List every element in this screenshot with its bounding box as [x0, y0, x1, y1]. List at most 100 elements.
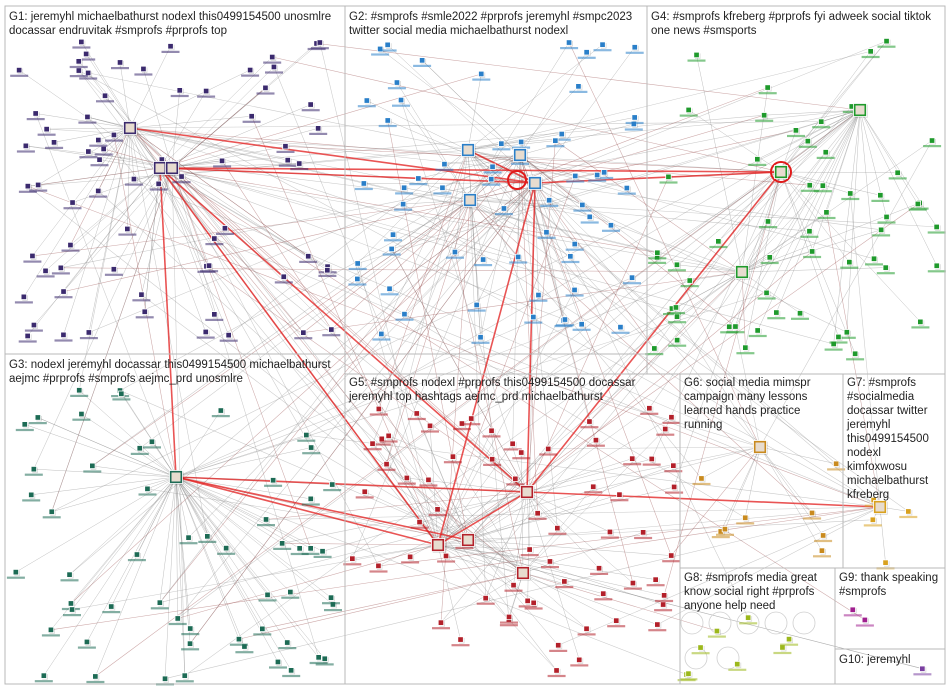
graph-node — [578, 321, 585, 328]
node-label-mark — [829, 341, 848, 344]
graph-edge — [282, 543, 439, 546]
graph-edge — [214, 238, 881, 508]
node-label-mark — [707, 635, 726, 638]
graph-edge — [534, 40, 887, 184]
graph-edge — [555, 140, 743, 273]
node-label-mark — [648, 257, 667, 260]
hub-edge — [175, 476, 528, 493]
graph-node — [524, 597, 531, 604]
group-label-g8-line2: know social right #prprofs — [684, 586, 815, 598]
group-label-g5-line1: G5: #smprofs nodexl #prprofs this0499154… — [349, 377, 636, 389]
graph-node — [75, 67, 82, 74]
graph-edge — [444, 154, 521, 165]
node-label-mark — [409, 183, 428, 186]
graph-edge — [741, 152, 826, 273]
node-label-mark — [512, 457, 531, 460]
graph-edge — [656, 109, 861, 258]
node-label-mark — [395, 192, 414, 195]
graph-edge — [171, 167, 186, 676]
graph-edge — [171, 167, 730, 327]
graph-node — [110, 266, 117, 273]
node-label-mark — [667, 312, 685, 315]
graph-edge — [98, 190, 524, 574]
graph-node — [116, 59, 124, 66]
graph-edge — [87, 116, 131, 129]
graph-edge — [467, 149, 875, 260]
node-label-mark — [471, 341, 490, 344]
node-label-mark — [407, 417, 426, 421]
node-label-mark — [759, 226, 778, 229]
graph-node — [818, 547, 826, 554]
graph-node — [764, 84, 771, 91]
graph-node — [745, 614, 752, 621]
graph-node — [60, 288, 67, 295]
graph-edge — [144, 167, 161, 312]
node-label-mark — [369, 570, 388, 573]
graph-node — [754, 156, 761, 163]
avatar — [855, 105, 865, 115]
group-label-g6-line2: campaign many lessons — [684, 391, 808, 403]
graph-edge — [469, 199, 909, 512]
avatar — [530, 178, 540, 188]
graph-edge — [521, 452, 524, 574]
graph-node — [629, 579, 637, 587]
graph-edge — [469, 199, 519, 258]
graph-edge — [37, 417, 177, 478]
node-label-mark — [664, 470, 683, 473]
graph-node — [553, 667, 560, 674]
avatar — [463, 145, 473, 155]
node-label-mark — [102, 611, 121, 614]
graph-edge — [402, 203, 881, 508]
graph-node — [742, 344, 749, 351]
graph-edge — [85, 53, 161, 169]
graph-edge — [741, 221, 769, 273]
graph-edge — [879, 506, 886, 563]
graph-edge — [119, 62, 131, 129]
node-label-mark — [150, 607, 169, 610]
graph-node — [651, 345, 658, 352]
graph-edge — [534, 182, 575, 245]
graph-edge — [467, 149, 505, 209]
graph-node — [136, 445, 143, 452]
graph-node — [546, 558, 554, 565]
node-label-mark — [72, 46, 91, 49]
graph-edge — [522, 572, 587, 629]
graph-edge — [164, 476, 177, 679]
node-label-mark — [282, 674, 301, 678]
graph-edge — [95, 109, 861, 677]
node-label-mark — [61, 249, 80, 252]
node-label-mark — [372, 443, 391, 446]
graph-edge — [88, 127, 131, 333]
graph-edge — [720, 446, 761, 532]
graph-node — [914, 200, 921, 208]
node-label-mark — [540, 204, 559, 207]
graph-edge — [780, 171, 856, 354]
node-label-mark — [382, 253, 401, 256]
group-label-g7-line9: kfreberg — [847, 489, 889, 501]
graph-node — [861, 616, 868, 624]
graph-node — [34, 414, 41, 421]
node-label-mark — [814, 539, 833, 543]
graph-edge — [60, 109, 861, 269]
node-label-mark — [803, 255, 822, 259]
graph-edge — [526, 491, 600, 569]
graph-node — [631, 114, 638, 121]
graph-edge — [428, 479, 524, 574]
graph-edge — [467, 539, 565, 582]
graph-edge — [389, 182, 536, 289]
node-label-mark — [134, 73, 153, 76]
graph-edge — [381, 438, 439, 546]
graph-edge — [780, 171, 898, 174]
node-label-mark — [36, 275, 55, 278]
graph-edge — [171, 163, 300, 169]
graph-edge — [469, 199, 810, 232]
graph-edge — [467, 465, 674, 541]
node-label-mark — [607, 625, 626, 628]
graph-edge — [161, 159, 528, 493]
node-label-mark — [219, 339, 238, 342]
graph-edge — [159, 167, 229, 336]
graph-edge — [657, 171, 782, 253]
graph-edge — [421, 60, 521, 156]
graph-node — [50, 139, 58, 146]
